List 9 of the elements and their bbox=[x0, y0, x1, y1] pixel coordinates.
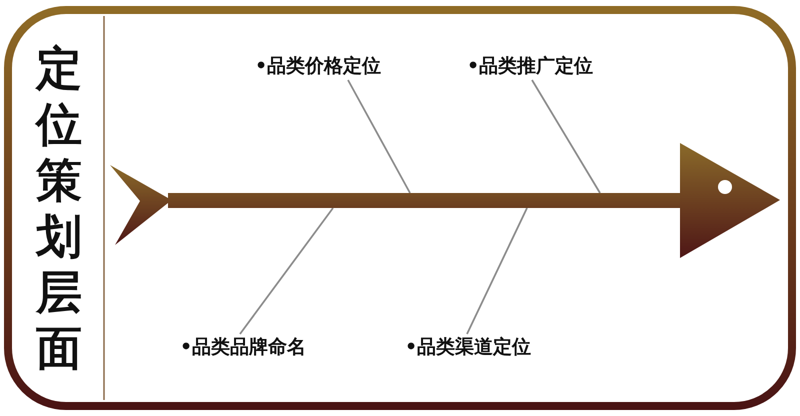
vertical-title: 定位策划层面 bbox=[34, 40, 83, 376]
leader-line bbox=[531, 80, 601, 194]
leader-line bbox=[239, 207, 334, 335]
bone-label: •品类品牌命名 bbox=[180, 335, 330, 359]
bone-label: •品类渠道定位 bbox=[405, 335, 555, 359]
leader-line bbox=[347, 80, 411, 194]
bone-label: •品类价格定位 bbox=[255, 54, 405, 78]
bone-label: •品类推广定位 bbox=[467, 54, 617, 78]
leader-line bbox=[466, 208, 528, 334]
